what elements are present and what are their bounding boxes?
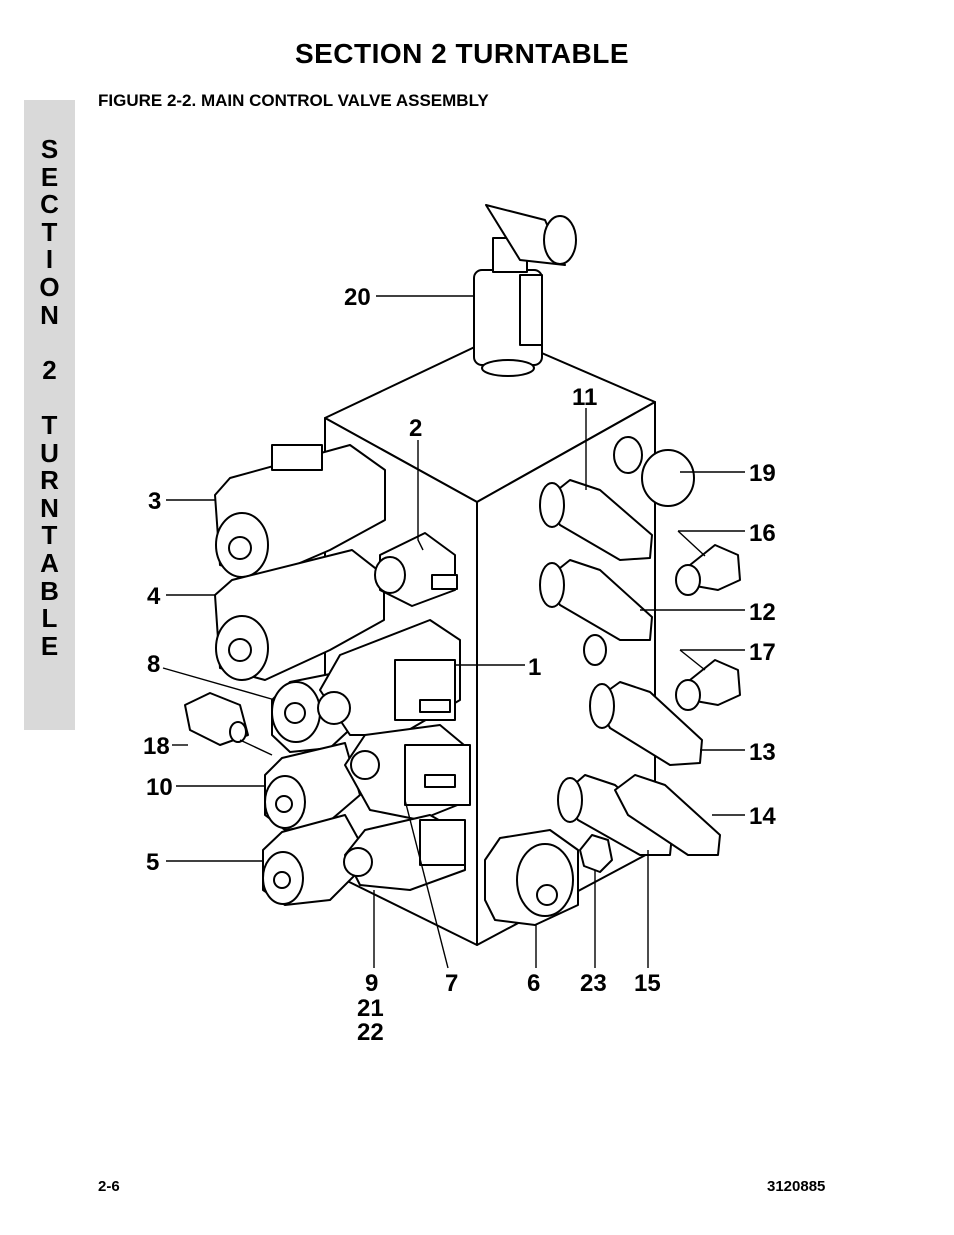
callout-9: 9: [365, 970, 378, 997]
callout-6: 6: [527, 970, 540, 997]
washer: [583, 634, 607, 666]
callout-18: 18: [143, 733, 170, 760]
side-tab-letter: I: [45, 244, 54, 275]
page-number: 2-6: [98, 1178, 120, 1195]
cartridge-valve-part-14: [614, 774, 721, 856]
callout-15: 15: [634, 970, 661, 997]
solenoid-coil-part-5: [262, 814, 371, 906]
side-tab-letter: L: [41, 603, 58, 634]
side-tab-letter: 2: [42, 354, 57, 385]
side-tab-letter: T: [41, 520, 58, 551]
callout-20: 20: [344, 284, 371, 311]
callout-14: 14: [749, 803, 776, 830]
callout-23: 23: [580, 970, 607, 997]
plug-part-23: [579, 834, 613, 873]
solenoid-coil-part-1: [317, 619, 461, 736]
callout-2: 2: [409, 415, 422, 442]
callout-1: 1: [528, 654, 541, 681]
side-tab-letter: N: [40, 492, 59, 523]
callout-5: 5: [146, 849, 159, 876]
side-tab-letter: T: [41, 409, 58, 440]
callout-7: 7: [445, 970, 458, 997]
side-tab-letter: N: [40, 299, 59, 330]
solenoid-coil-part-9: [343, 814, 466, 891]
side-tab-letter: B: [40, 575, 59, 606]
solenoid-coil-part-6: [484, 829, 579, 926]
side-tab-letter: S: [40, 134, 59, 164]
callout-17: 17: [749, 639, 776, 666]
callout-21: 21: [357, 995, 384, 1022]
hand-pump-part-20: [473, 204, 577, 377]
side-tab-letter: O: [39, 271, 60, 302]
callout-10: 10: [146, 774, 173, 801]
side-tab-letter: R: [40, 465, 59, 496]
solenoid-coil-part-7: [344, 724, 471, 821]
callout-4: 4: [147, 583, 161, 610]
leader-lines: [162, 295, 745, 969]
knob-part-19: [613, 436, 695, 507]
page-title: SECTION 2 TURNTABLE: [294, 38, 630, 69]
side-tab-letter: E: [40, 630, 59, 661]
cartridge-valve-part-16: [675, 544, 741, 596]
cartridge-valve-part-18: [184, 692, 249, 746]
solenoid-coil-part-4: [214, 549, 385, 681]
side-tab-letter: C: [40, 189, 59, 220]
figure-title: FIGURE 2-2. MAIN CONTROL VALVE ASSEMBLY: [98, 91, 489, 110]
cartridge-valve-part-15: [557, 774, 673, 856]
solenoid-coil-part-10: [264, 742, 361, 831]
solenoid-coil-part-3: [214, 444, 386, 579]
callout-13: 13: [749, 739, 776, 766]
side-tab-letter: E: [40, 161, 59, 192]
cartridge-valve-part-13: [589, 681, 703, 766]
side-tab-letter: A: [40, 547, 59, 578]
callout-22: 22: [357, 1019, 384, 1046]
callout-16: 16: [749, 520, 776, 547]
solenoid-coil-part-2: [374, 532, 458, 607]
callout-8: 8: [147, 651, 160, 678]
cartridge-valve-part-17: [675, 659, 741, 711]
cartridge-valve-part-12: [539, 559, 653, 641]
document-number: 3120885: [767, 1178, 826, 1195]
side-tab-letter: T: [41, 216, 58, 247]
cartridge-valve-part-11: [539, 479, 653, 561]
callout-3: 3: [148, 488, 161, 515]
callout-11: 11: [572, 384, 597, 411]
side-tab-letter: U: [40, 437, 59, 468]
callout-19: 19: [749, 460, 776, 487]
callout-12: 12: [749, 599, 776, 626]
